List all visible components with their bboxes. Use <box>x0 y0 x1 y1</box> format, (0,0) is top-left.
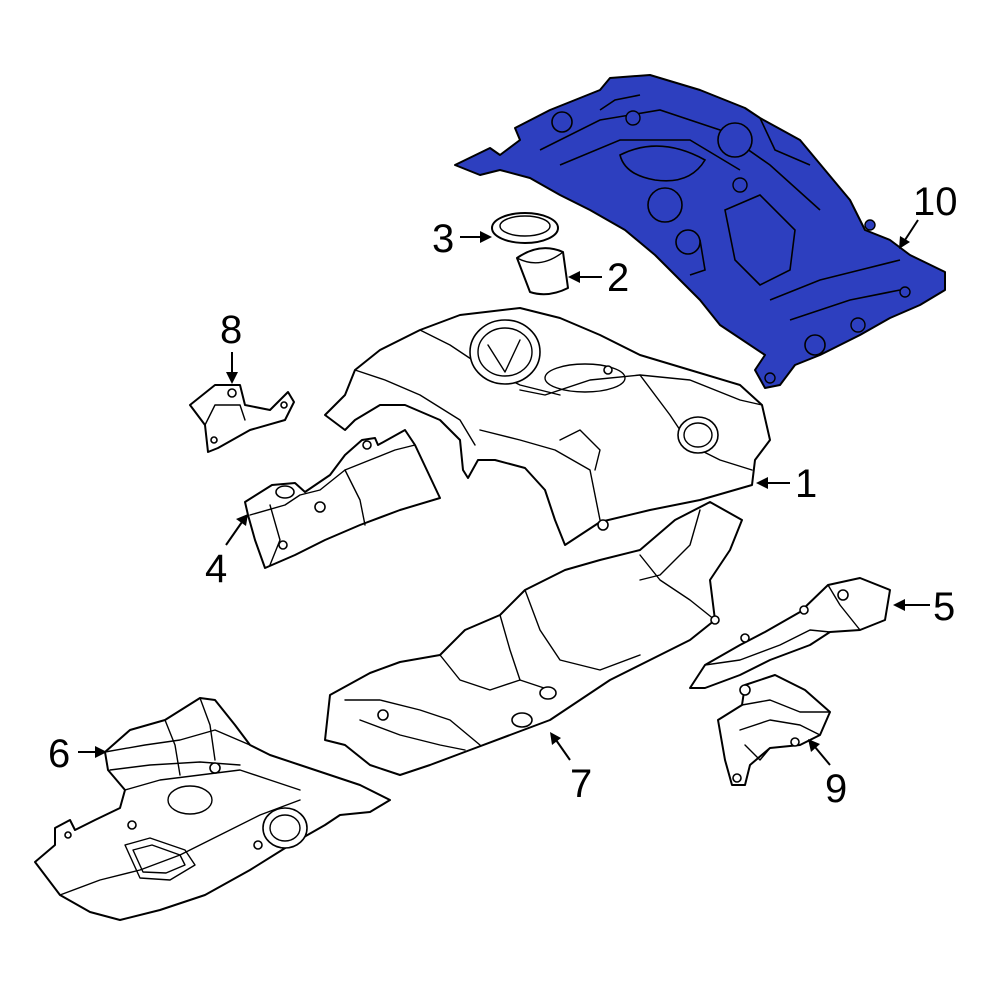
callout-7: 7 <box>550 732 592 806</box>
part-8-bracket[interactable] <box>189 384 295 453</box>
callout-9-label: 9 <box>825 767 847 811</box>
part-1-heat-shield[interactable] <box>324 307 771 546</box>
callout-2: 2 <box>568 256 629 300</box>
callout-2-label: 2 <box>607 256 629 300</box>
callout-8: 8 <box>220 308 242 384</box>
callout-1-label: 1 <box>795 462 817 506</box>
callout-5: 5 <box>893 585 955 629</box>
callout-1: 1 <box>756 462 817 506</box>
callout-10: 10 <box>899 180 958 249</box>
callout-8-label: 8 <box>220 308 242 352</box>
part-9-small-shield[interactable] <box>717 674 831 786</box>
callout-9: 9 <box>808 739 847 811</box>
callout-6-label: 6 <box>48 732 70 776</box>
callout-5-label: 5 <box>933 585 955 629</box>
callout-3: 3 <box>432 217 492 261</box>
callout-3-label: 3 <box>432 217 454 261</box>
callout-6: 6 <box>48 732 107 776</box>
callout-7-label: 7 <box>570 762 592 806</box>
callout-4-label: 4 <box>205 547 227 591</box>
callout-4: 4 <box>205 514 248 591</box>
part-3-ring[interactable] <box>491 212 559 244</box>
callout-10-label: 10 <box>913 180 958 224</box>
part-2-sleeve[interactable] <box>516 247 569 296</box>
part-6-floor-shield[interactable] <box>34 697 391 921</box>
part-7-floor-shield[interactable] <box>324 501 743 776</box>
part-5-narrow-shield[interactable] <box>689 577 891 689</box>
part-4-bracket-shield[interactable] <box>244 429 441 569</box>
part-10-heat-shield[interactable] <box>454 74 946 389</box>
